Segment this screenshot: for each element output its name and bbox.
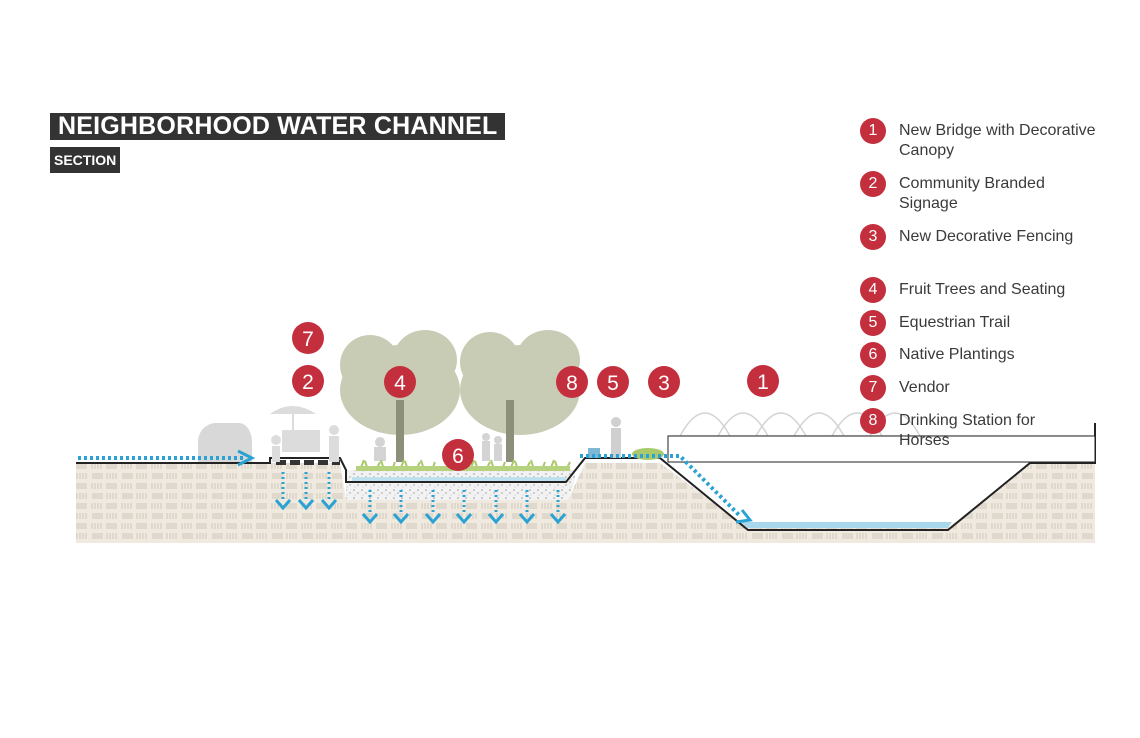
svg-text:8: 8 — [566, 372, 578, 395]
callout-4: 4 — [384, 366, 416, 398]
legend-label: New Decorative Fencing — [899, 228, 1074, 245]
svg-text:4: 4 — [394, 372, 406, 395]
flow-arrowhead-channel — [735, 509, 753, 524]
svg-text:2: 2 — [302, 371, 314, 394]
legend-label: Vendor — [899, 379, 950, 396]
callout-5: 5 — [597, 366, 629, 398]
legend-badge: 4 — [860, 277, 886, 303]
legend-badge: 7 — [860, 375, 886, 401]
infiltration-arrows — [274, 472, 567, 525]
vendor-figures — [270, 406, 339, 462]
legend-badge: 3 — [860, 224, 886, 250]
legend-label: Equestrian Trail — [899, 314, 1011, 331]
legend-item-8: 8 Drinking Station for Horses — [860, 408, 1089, 451]
callout-2: 2 — [292, 365, 324, 397]
ground-section — [76, 463, 1095, 543]
legend-badge: 6 — [860, 342, 886, 368]
svg-text:7: 7 — [302, 328, 314, 351]
legend-item-1: 1 New Bridge with Decorative Canopy — [860, 118, 1099, 161]
svg-text:5: 5 — [607, 372, 619, 395]
legend-item-6: 6 Native Plantings — [860, 342, 1099, 368]
legend-label: Drinking Station for Horses — [899, 412, 1036, 449]
legend-label: Native Plantings — [899, 346, 1015, 363]
legend-badge: 8 — [860, 408, 886, 434]
svg-text:6: 6 — [452, 445, 464, 468]
legend-label: Fruit Trees and Seating — [899, 281, 1066, 298]
legend-badge: 2 — [860, 171, 886, 197]
flow-arrowhead-left — [237, 449, 256, 467]
tree-right — [460, 330, 580, 462]
legend-badge: 1 — [860, 118, 886, 144]
callout-1: 1 — [747, 365, 779, 397]
callout-7: 7 — [292, 322, 324, 354]
drinking-station — [588, 448, 600, 458]
legend-item-7: 7 Vendor — [860, 375, 1099, 401]
callout-3: 3 — [648, 366, 680, 398]
bioswale-water-layer — [352, 477, 566, 483]
storm-grates — [276, 460, 340, 465]
channel-water — [740, 522, 952, 528]
surface-flow-arrows — [78, 454, 742, 518]
diagram-subtitle: SECTION — [50, 147, 121, 173]
rider-figure — [611, 417, 621, 458]
svg-text:1: 1 — [757, 371, 769, 394]
legend-item-4: 4 Fruit Trees and Seating — [860, 277, 1139, 303]
callout-6: 6 — [442, 439, 474, 471]
park-people — [374, 433, 502, 461]
legend-label: Community Branded Signage — [899, 175, 1045, 212]
svg-text:3: 3 — [658, 372, 670, 395]
legend-label: New Bridge with Decorative Canopy — [899, 122, 1096, 159]
legend-badge: 5 — [860, 310, 886, 336]
ground-line — [76, 423, 1096, 531]
legend-item-5: 5 Equestrian Trail — [860, 310, 1099, 336]
bridge-deck — [667, 435, 1096, 463]
callout-8: 8 — [556, 366, 588, 398]
legend-item-3: 3 New Decorative Fencing — [860, 224, 1099, 250]
diagram-title: NEIGHBORHOOD WATER CHANNEL — [50, 113, 506, 140]
legend-item-2: 2 Community Branded Signage — [860, 171, 1099, 214]
bioswale-gravel — [346, 470, 575, 500]
